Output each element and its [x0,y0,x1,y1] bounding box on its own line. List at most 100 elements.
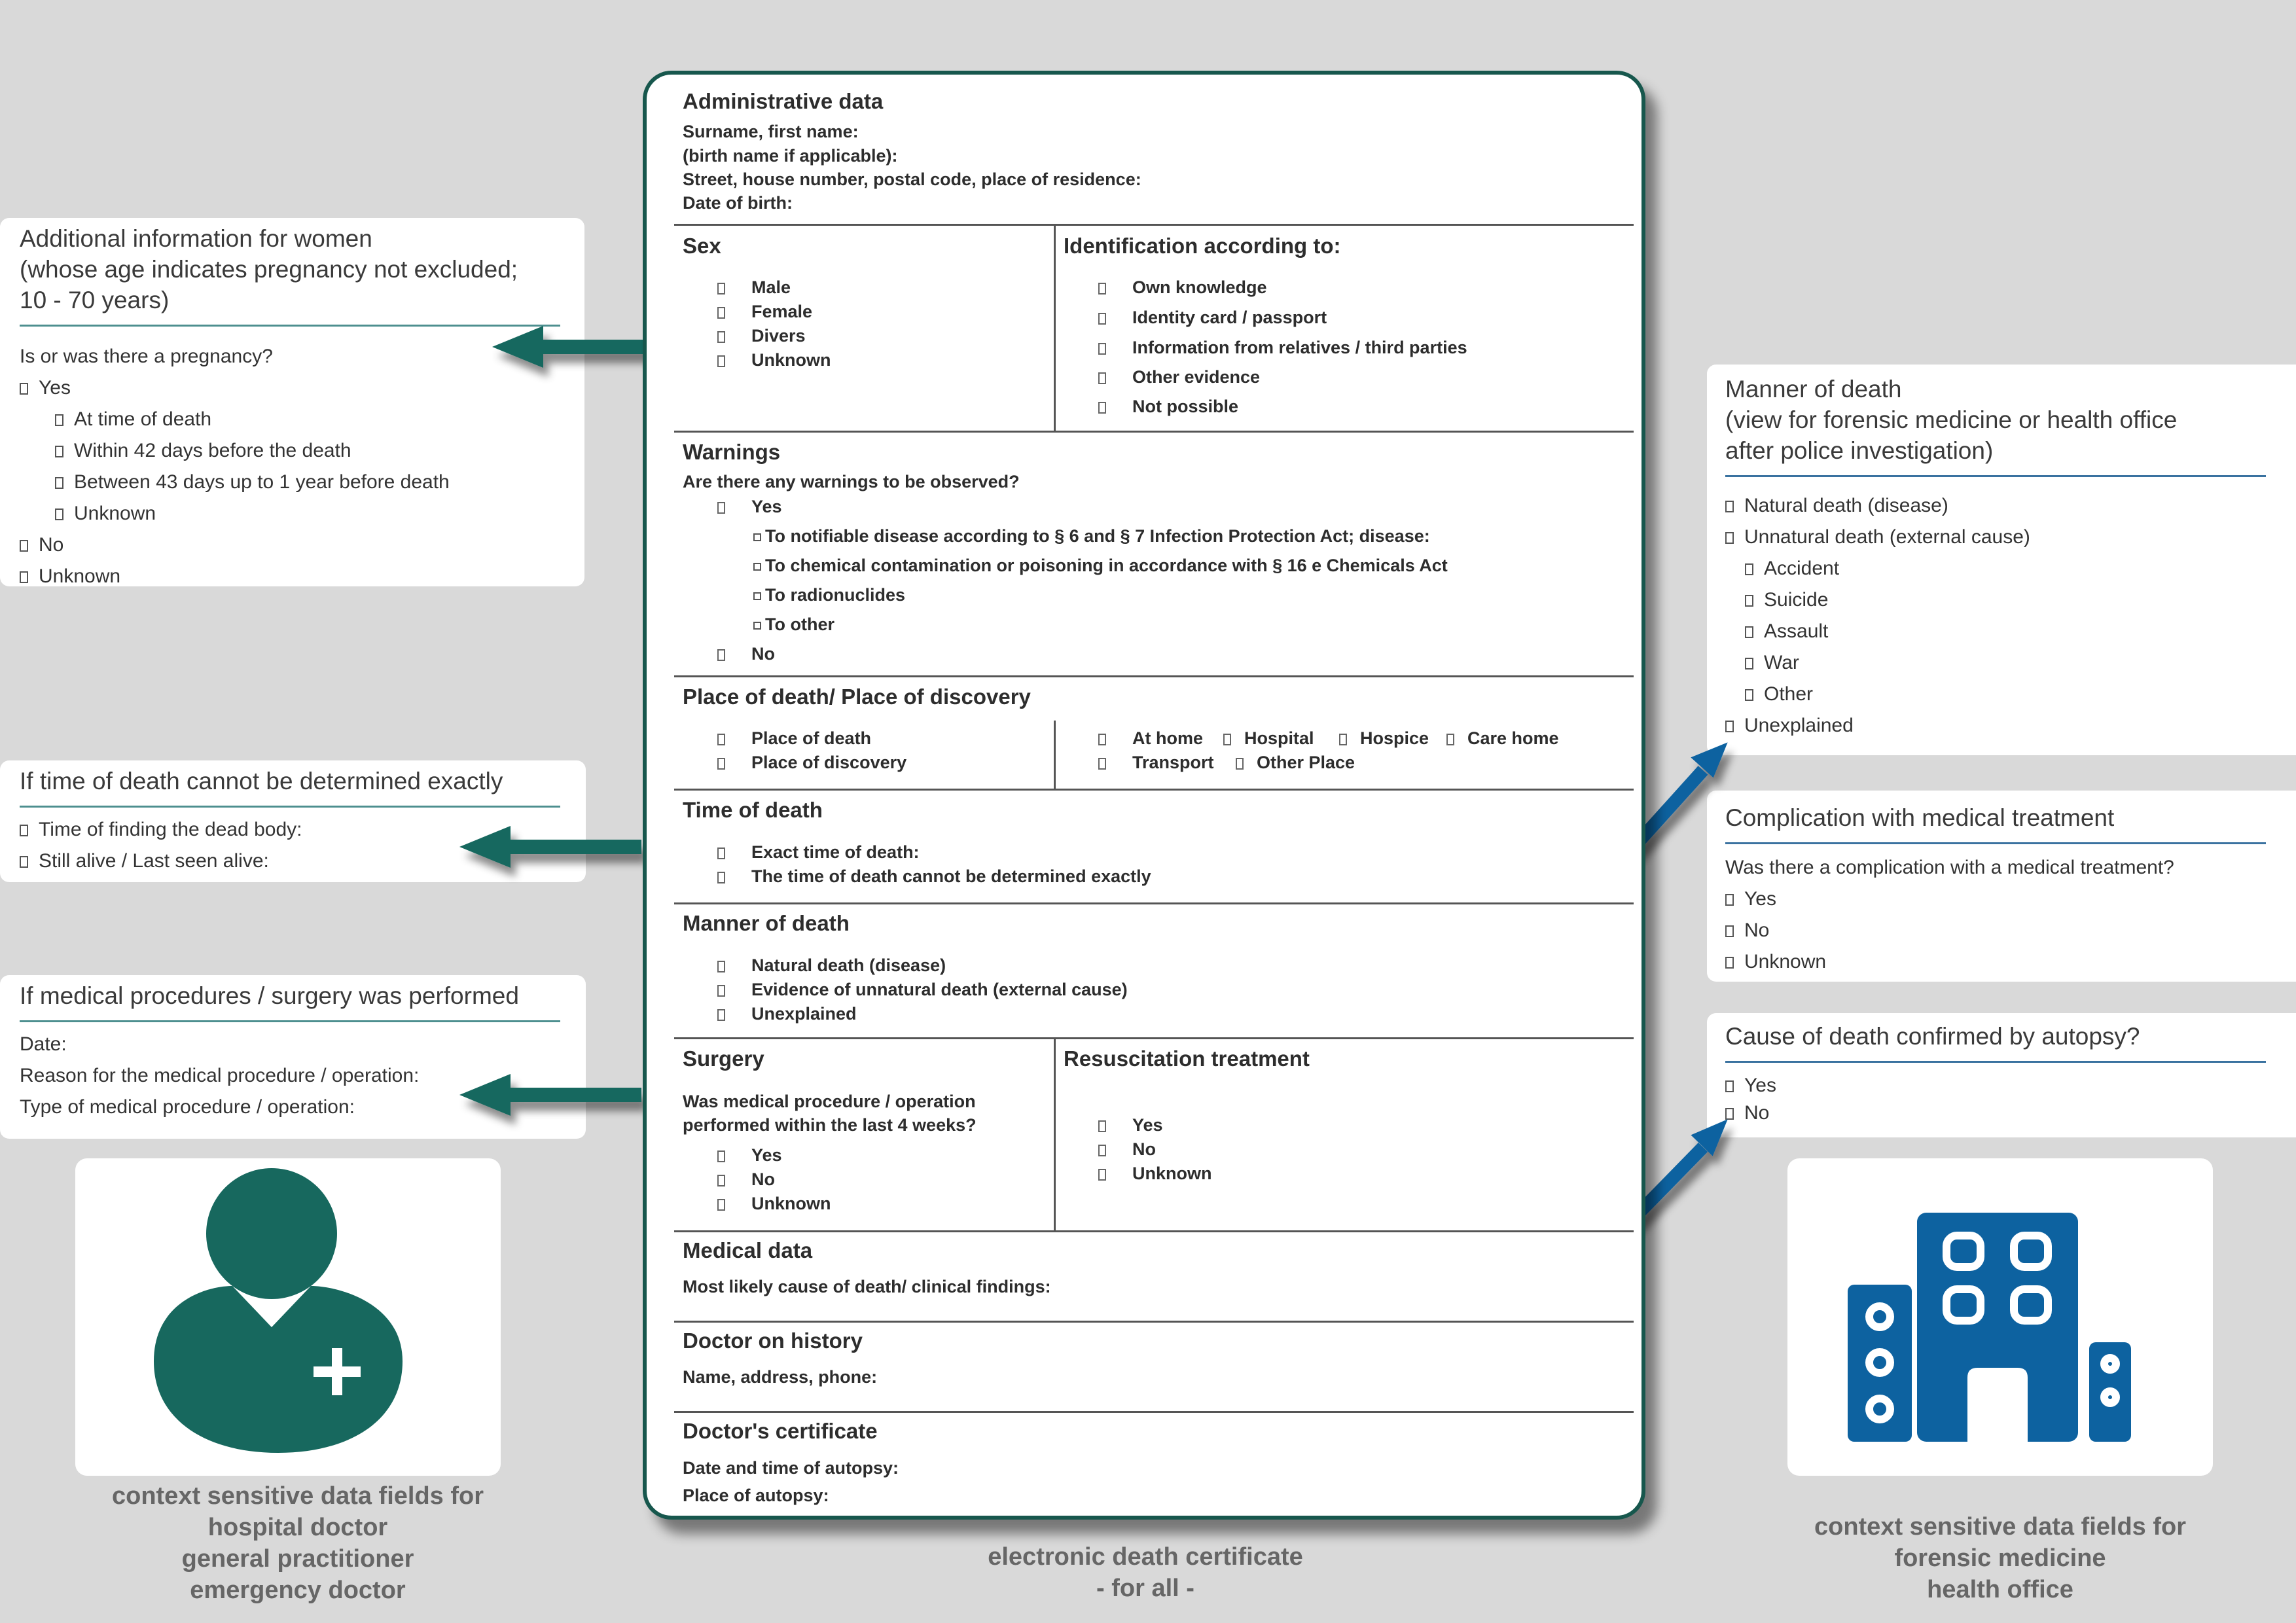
checkbox[interactable] [717,1009,725,1021]
birth-name-field[interactable]: (birth name if applicable): [683,146,898,166]
autopsy-no-option[interactable]: No [1725,1099,2291,1127]
warning-chemical-option[interactable]: To chemical contamination or poisoning i… [753,556,1448,576]
surgery-type-field[interactable]: Type of medical procedure / operation: [20,1096,355,1118]
pregnancy-sub-unknown-option[interactable]: Unknown [20,498,565,529]
id-card-option[interactable]: Identity card / passport [1098,308,1327,328]
checkbox[interactable] [1098,283,1106,294]
place-hospital-option[interactable]: Hospital [1223,728,1314,749]
pregnancy-yes-option[interactable]: Yes [20,372,565,404]
checkbox[interactable] [1725,957,1734,969]
checkbox[interactable] [1725,1080,1734,1092]
checkbox[interactable] [717,985,725,997]
checkbox[interactable] [717,355,725,367]
checkbox[interactable] [1098,1120,1106,1132]
manner-unnatural-option[interactable]: Evidence of unnatural death (external ca… [717,980,1128,1000]
checkbox[interactable] [1725,1108,1734,1120]
checkbox[interactable] [1745,595,1753,607]
cause-of-death-field[interactable]: Most likely cause of death/ clinical fin… [683,1277,1051,1296]
id-not-possible-option[interactable]: Not possible [1098,397,1238,417]
resuscitation-yes-option[interactable]: Yes [1098,1115,1163,1135]
checkbox[interactable] [717,847,725,859]
checkbox[interactable] [1446,734,1454,745]
place-other-option[interactable]: Other Place [1236,753,1355,773]
checkbox[interactable] [1745,689,1753,701]
surname-field[interactable]: Surname, first name: [683,122,859,141]
manner-natural-option[interactable]: Natural death (disease) [717,955,946,976]
id-relatives-option[interactable]: Information from relatives / third parti… [1098,338,1467,358]
checkbox[interactable] [1223,734,1231,745]
resuscitation-unknown-option[interactable]: Unknown [1098,1164,1212,1184]
checkbox[interactable] [1725,721,1734,732]
unnatural-death-option[interactable]: Unnatural death (external cause) [1725,522,2291,553]
checkbox[interactable] [717,1175,725,1186]
checkbox[interactable] [1098,313,1106,325]
assault-option[interactable]: Assault [1725,616,2291,647]
accident-option[interactable]: Accident [1725,553,2291,584]
checkbox[interactable] [753,592,761,600]
surgery-date-field[interactable]: Date: [20,1033,67,1055]
checkbox[interactable] [20,383,28,395]
checkbox[interactable] [20,856,28,868]
sex-female-option[interactable]: Female [717,302,812,322]
surgery-reason-field[interactable]: Reason for the medical procedure / opera… [20,1065,420,1086]
pregnancy-at-death-option[interactable]: At time of death [20,404,565,435]
checkbox[interactable] [717,961,725,972]
resuscitation-no-option[interactable]: No [1098,1139,1156,1160]
checkbox[interactable] [1098,758,1106,770]
id-own-knowledge-option[interactable]: Own knowledge [1098,277,1267,298]
checkbox[interactable] [717,734,725,745]
checkbox[interactable] [55,414,63,426]
surgery-yes-option[interactable]: Yes [717,1145,782,1166]
checkbox[interactable] [1236,758,1244,770]
time-undetermined-option[interactable]: The time of death cannot be determined e… [717,866,1151,887]
unexplained-option[interactable]: Unexplained [1725,710,2291,741]
place-of-death-option[interactable]: Place of death [717,728,871,749]
surgery-unknown-option[interactable]: Unknown [717,1194,831,1214]
checkbox[interactable] [1745,658,1753,669]
doctor-contact-field[interactable]: Name, address, phone: [683,1367,878,1387]
checkbox[interactable] [717,502,725,514]
checkbox[interactable] [753,622,761,630]
other-option[interactable]: Other [1725,679,2291,710]
sex-male-option[interactable]: Male [717,277,791,298]
checkbox[interactable] [1745,626,1753,638]
natural-death-option[interactable]: Natural death (disease) [1725,490,2291,522]
checkbox[interactable] [1098,343,1106,355]
checkbox[interactable] [717,307,725,319]
pregnancy-42-days-option[interactable]: Within 42 days before the death [20,435,565,467]
checkbox[interactable] [1098,734,1106,745]
checkbox[interactable] [1745,563,1753,575]
checkbox[interactable] [1339,734,1347,745]
pregnancy-unknown-option[interactable]: Unknown [20,561,565,592]
checkbox[interactable] [1725,925,1734,937]
place-home-option[interactable]: At home [1098,728,1203,749]
checkbox[interactable] [753,533,761,541]
war-option[interactable]: War [1725,647,2291,679]
checkbox[interactable] [717,331,725,343]
id-other-evidence-option[interactable]: Other evidence [1098,367,1260,387]
date-of-birth-field[interactable]: Date of birth: [683,193,793,213]
manner-unexplained-option[interactable]: Unexplained [717,1004,857,1024]
warning-radionuclides-option[interactable]: To radionuclides [753,585,905,605]
warnings-yes-option[interactable]: Yes [717,497,782,517]
warnings-no-option[interactable]: No [717,644,775,664]
checkbox[interactable] [1725,894,1734,906]
checkbox[interactable] [20,571,28,583]
checkbox[interactable] [717,872,725,883]
checkbox[interactable] [1725,501,1734,512]
warning-other-option[interactable]: To other [753,615,834,635]
place-of-discovery-option[interactable]: Place of discovery [717,753,906,773]
complication-unknown-option[interactable]: Unknown [1725,946,2291,978]
checkbox[interactable] [717,283,725,294]
complication-yes-option[interactable]: Yes [1725,883,2291,915]
suicide-option[interactable]: Suicide [1725,584,2291,616]
sex-unknown-option[interactable]: Unknown [717,350,831,370]
checkbox[interactable] [20,825,28,836]
autopsy-place-field[interactable]: Place of autopsy: [683,1486,829,1505]
surgery-no-option[interactable]: No [717,1169,775,1190]
pregnancy-no-option[interactable]: No [20,529,565,561]
exact-time-field[interactable]: Exact time of death: [717,842,920,863]
place-transport-option[interactable]: Transport [1098,753,1214,773]
address-field[interactable]: Street, house number, postal code, place… [683,169,1141,189]
checkbox[interactable] [717,1199,725,1211]
